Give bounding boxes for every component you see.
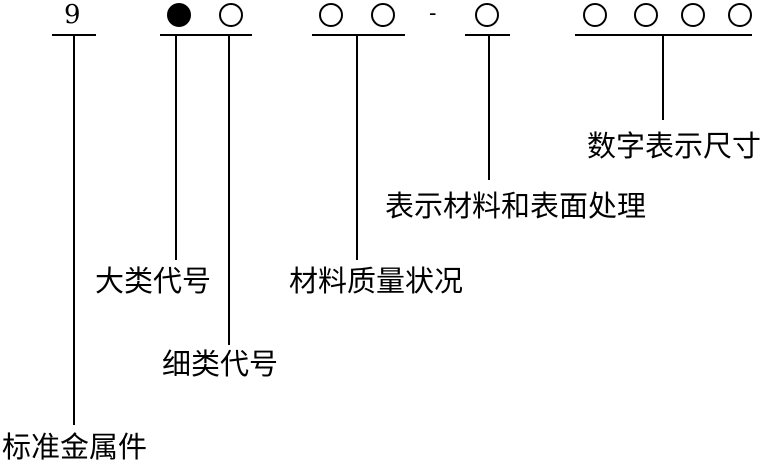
circle-size-4 (728, 3, 752, 27)
circle-surface-treatment (475, 3, 499, 27)
circle-size-2 (634, 3, 658, 27)
code-separator: - (429, 1, 437, 26)
label-material-surface: 表示材料和表面处理 (385, 189, 647, 223)
circle-material-quality-2 (371, 3, 395, 27)
label-minor-class: 细类代号 (162, 347, 279, 381)
label-major-class: 大类代号 (95, 264, 212, 298)
first-digit: 9 (64, 0, 81, 30)
circle-size-1 (583, 3, 607, 27)
label-standard-fastener: 标准金属件 (2, 430, 148, 464)
circle-size-3 (681, 3, 705, 27)
label-size-digits: 数字表示尺寸 (587, 129, 762, 163)
label-material-quality: 材料质量状况 (289, 264, 464, 298)
circle-material-quality-1 (319, 3, 343, 27)
filled-circle-major-class (167, 3, 191, 27)
circle-minor-class (219, 3, 243, 27)
